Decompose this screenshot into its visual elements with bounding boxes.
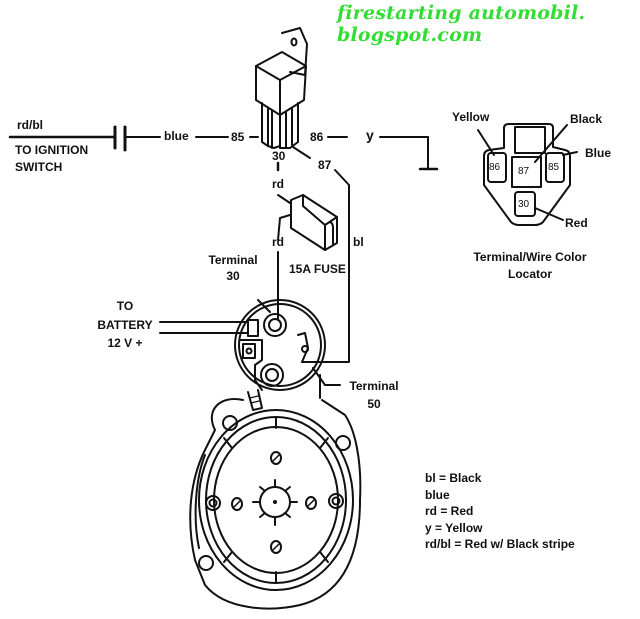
locator-blue-label: Blue <box>585 146 612 160</box>
yellow-wire <box>327 136 439 171</box>
terminal-30-label-line1: Terminal <box>208 253 258 267</box>
terminal-50-label-line2: 50 <box>367 397 381 411</box>
relay-pin-30: 30 <box>272 149 286 163</box>
solenoid <box>234 299 341 411</box>
fuse-label: 15A FUSE <box>289 262 346 276</box>
pin87-wire <box>292 146 350 363</box>
locator-pin-85: 85 <box>548 162 560 173</box>
battery-label-line1: TO <box>116 299 134 313</box>
ignition-label-line2: SWITCH <box>15 160 63 174</box>
ignition-wire <box>8 125 259 152</box>
legend-item: rd = Red <box>425 504 474 518</box>
battery-label-line3: 12 V + <box>107 336 143 350</box>
rd-wire-label-lower: rd <box>272 235 284 249</box>
locator-pin-86: 86 <box>489 162 501 173</box>
wire-color-legend: bl = Black blue rd = Red y = Yellow rd/b… <box>425 470 575 553</box>
legend-item: y = Yellow <box>425 520 483 535</box>
terminal-50-label-line1: Terminal <box>349 379 399 393</box>
locator-black-label: Black <box>570 112 603 126</box>
legend-item: rd/bl = Red w/ Black stripe <box>425 537 575 551</box>
connector-locator <box>477 123 578 226</box>
battery-cable <box>159 319 259 337</box>
fuse-15a <box>290 194 338 251</box>
starter-motor <box>189 398 362 610</box>
battery-label-line2: BATTERY <box>97 318 153 332</box>
locator-title-line2: Locator <box>507 267 552 281</box>
terminal-30-label-line2: 30 <box>226 269 240 283</box>
ignition-wire-label: rd/bl <box>17 118 43 132</box>
locator-title-line1: Terminal/Wire Color <box>473 250 587 264</box>
pin30-wire <box>276 161 291 321</box>
ignition-label-line1: TO IGNITION <box>15 143 89 157</box>
relay <box>255 27 308 149</box>
bl-wire-label: bl <box>353 235 364 249</box>
legend-item: blue <box>425 487 450 502</box>
relay-pin-85: 85 <box>231 130 245 144</box>
locator-pin-30: 30 <box>518 199 530 210</box>
legend-item: bl = Black <box>425 471 482 485</box>
watermark-text: firestarting automobil. blogspot.com <box>337 2 586 46</box>
locator-pin-87: 87 <box>518 166 530 177</box>
rd-wire-label-upper: rd <box>272 177 284 191</box>
relay-pin-87: 87 <box>318 158 332 172</box>
locator-yellow-label: Yellow <box>452 110 490 124</box>
yellow-wire-label: y <box>366 127 374 143</box>
locator-red-label: Red <box>565 216 588 230</box>
relay-pin-86: 86 <box>310 130 324 144</box>
blue-wire-label: blue <box>164 129 189 143</box>
